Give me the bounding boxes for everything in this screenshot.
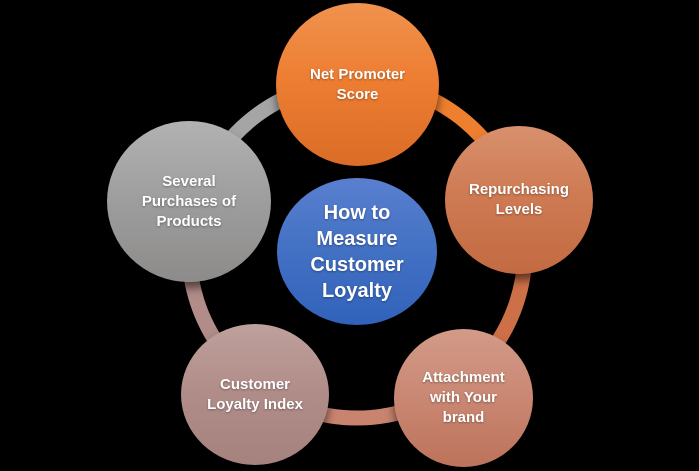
node-several-purchases-of-products-label: Several Purchases of Products bbox=[141, 172, 237, 230]
node-net-promoter-score-label: Net Promoter Score bbox=[309, 65, 406, 103]
node-customer-loyalty-index-label: Customer Loyalty Index bbox=[207, 375, 303, 413]
node-net-promoter-score: Net Promoter Score bbox=[276, 3, 439, 166]
node-customer-loyalty-index: Customer Loyalty Index bbox=[181, 324, 329, 465]
node-attachment-with-your-brand: Attachment with Your brand bbox=[394, 329, 533, 467]
hub-title-label: How to Measure Customer Loyalty bbox=[310, 201, 404, 302]
hub-circle: How to Measure Customer Loyalty bbox=[277, 178, 437, 325]
node-several-purchases-of-products: Several Purchases of Products bbox=[107, 121, 271, 282]
node-repurchasing-levels-label: Repurchasing Levels bbox=[468, 181, 570, 218]
node-attachment-with-your-brand-label: Attachment with Your brand bbox=[422, 369, 505, 426]
node-repurchasing-levels: Repurchasing Levels bbox=[445, 126, 593, 274]
